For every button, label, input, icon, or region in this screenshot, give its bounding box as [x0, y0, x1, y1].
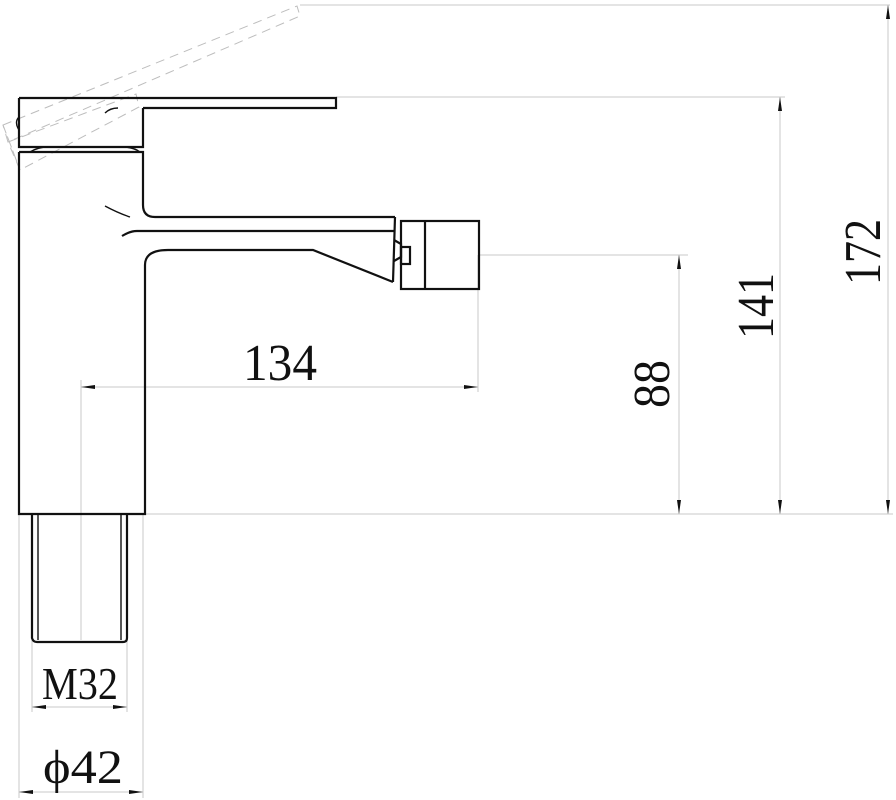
main-column	[19, 150, 395, 219]
dim-label-88: 88	[624, 360, 681, 408]
dim-label-141: 141	[728, 273, 785, 339]
dim-label-172: 172	[835, 219, 892, 285]
dim-label-m32: M32	[42, 658, 118, 709]
lever-handle	[19, 96, 338, 110]
threaded-shank	[30, 514, 129, 644]
dim-label-diameter-42: ϕ42	[43, 741, 123, 794]
dimension-arrows	[19, 5, 890, 794]
dimension-labels: 134 88 141 172 M32 ϕ42	[42, 219, 892, 794]
tap-body	[15, 96, 481, 644]
lever-raised-phantom	[2, 5, 301, 171]
nozzle-head	[399, 219, 481, 291]
cartridge-cap	[17, 98, 145, 149]
dim-label-134: 134	[243, 335, 317, 392]
dimension-lines	[18, 4, 893, 798]
